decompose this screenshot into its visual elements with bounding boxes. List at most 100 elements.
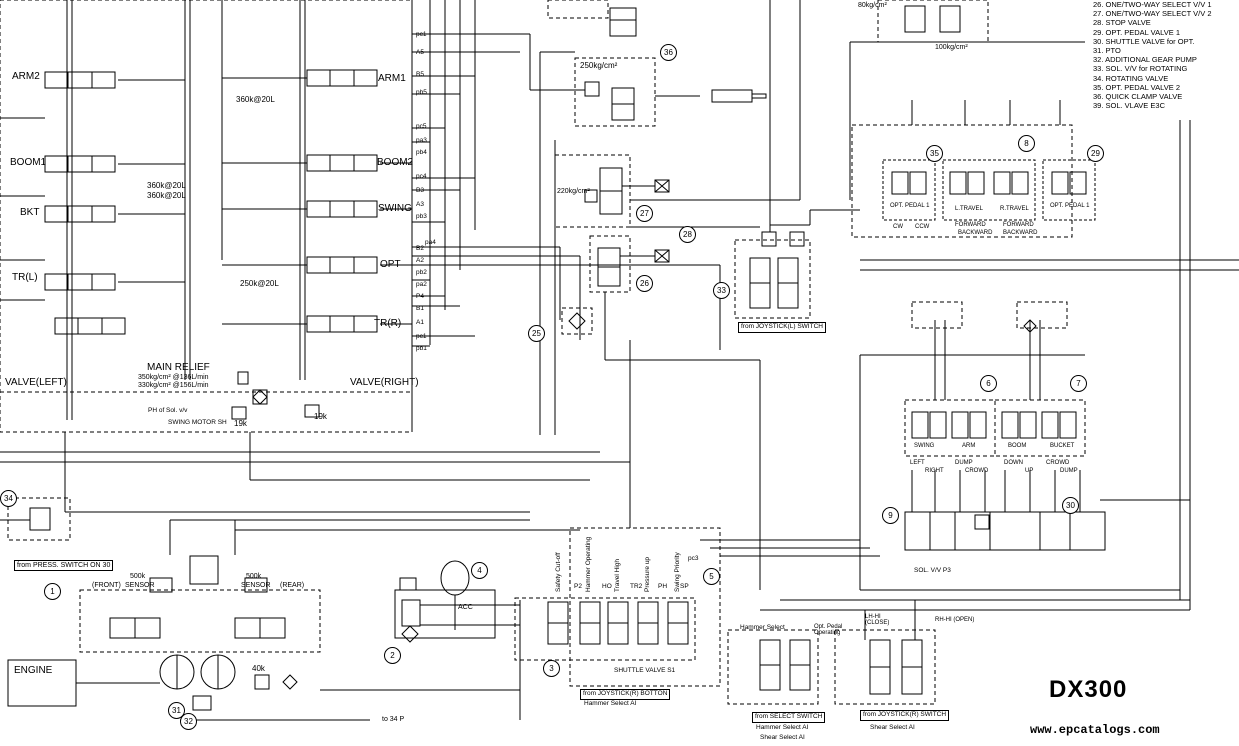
- spool-arm1: [306, 69, 378, 87]
- opt-label: OPT: [380, 259, 401, 270]
- callout-5: 5: [703, 568, 720, 585]
- legend-item: 39. SOL. VLAVE E3C: [1093, 101, 1165, 111]
- joystick-left-block: [904, 399, 996, 457]
- joy-up: UP: [1025, 468, 1034, 474]
- callout-33: 33: [713, 282, 730, 299]
- port-pa2: pa2: [416, 281, 427, 288]
- callout-9: 9: [882, 507, 899, 524]
- pump-rear-label: (REAR): [280, 582, 305, 589]
- port-p4: P4: [416, 293, 424, 300]
- shear-block: [834, 629, 936, 705]
- hammer-select-title: Hammer Select: [740, 624, 785, 631]
- callout-27: 27: [636, 205, 653, 222]
- k19-b: 19k: [314, 412, 327, 421]
- callout-31: 31: [168, 702, 185, 719]
- spool-trr: [306, 315, 378, 333]
- pedal-block: [851, 124, 1073, 238]
- port-a5: A5: [416, 49, 424, 56]
- pressure-360-c: 360k@20L: [147, 191, 186, 200]
- sensor2-label: SENSOR: [241, 582, 271, 589]
- spool-opt: [306, 256, 378, 274]
- pedal-forward-1: FORWARD: [955, 222, 986, 228]
- component-legend: 26. ONE/TWO-WAY SELECT V/V 1 27. ONE/TWO…: [1093, 0, 1212, 110]
- joy-crowd-2: CROWD: [1046, 460, 1070, 466]
- callout-26: 26: [636, 275, 653, 292]
- port-pc4: pc4: [416, 173, 427, 180]
- quick-clamp-block: [574, 57, 656, 127]
- callout-28: 28: [679, 226, 696, 243]
- spool-bkt: [44, 205, 116, 223]
- quick-clamp-pressure: 250kg/cm²: [580, 61, 618, 70]
- legend-item: 30. SHUTTLE VALVE for OPT.: [1093, 36, 1195, 46]
- shear-select-ai-1: Shear Select AI: [760, 734, 805, 741]
- sensor1-label: SENSOR: [125, 582, 155, 589]
- from-joystick-l-switch: from JOYSTICK(L) SWITCH: [738, 322, 826, 333]
- joy-swing: SWING: [914, 443, 935, 449]
- opt-pedal-operating-label: Opt. Pedal Operating: [814, 624, 843, 636]
- legend-item: 35. OPT. PEDAL VALVE 2: [1093, 82, 1180, 92]
- port-a1: A1: [416, 319, 424, 326]
- valve-right-label: VALVE(RIGHT): [350, 377, 419, 388]
- top-right-pressure-a: 80kg/cm²: [858, 2, 887, 9]
- pedal-l-travel-label: L.TRAVEL: [955, 206, 983, 212]
- sol-label-pressure: Pressure up: [644, 556, 651, 592]
- joy-boom: BOOM: [1008, 443, 1027, 449]
- legend-item: 29. OPT. PEDAL VALVE 1: [1093, 27, 1180, 37]
- relief-spec-2: 330kg/cm² @156L/min: [138, 382, 209, 389]
- select-valve-pressure: 220kg/cm²: [557, 188, 590, 195]
- pedal-cw: CW: [893, 224, 903, 230]
- port-pb3: pb3: [416, 213, 427, 220]
- engine-label: ENGINE: [14, 665, 53, 676]
- from-select-switch: from SELECT SWITCH: [752, 712, 826, 723]
- sensor2-value: 500k: [246, 573, 262, 580]
- sol-port-p2: P2: [574, 583, 582, 590]
- legend-item: 27. ONE/TWO-WAY SELECT V/V 2: [1093, 9, 1212, 19]
- top-right-pressure-b: 100kg/cm²: [935, 44, 968, 51]
- pressure-360-b: 360k@20L: [147, 181, 186, 190]
- model-title: DX300: [1049, 676, 1128, 703]
- port-pb4: pb4: [416, 149, 427, 156]
- hammer-select-block: [727, 629, 819, 705]
- select-valve-26-block: [589, 235, 631, 293]
- callout-34: 34: [0, 490, 17, 507]
- pressure-360-a: 360k@20L: [236, 95, 275, 104]
- hammer-select-note: Hammer Select AI: [584, 700, 637, 707]
- legend-item: 34. ROTATING VALVE: [1093, 73, 1169, 83]
- acc-label: ACC: [458, 604, 473, 611]
- shuttle-valve-label: SHUTTLE VALVE S1: [614, 667, 676, 674]
- port-b2: B2: [416, 245, 424, 252]
- callout-36: 36: [660, 44, 677, 61]
- callout-35: 35: [926, 145, 943, 162]
- sol-port-sp: SP: [680, 583, 689, 590]
- sol-port-ho: HO: [602, 583, 612, 590]
- legend-item: 33. SOL. V/V for ROTATING: [1093, 64, 1188, 74]
- port-pa3: pa3: [416, 137, 427, 144]
- main-valve-outline: [0, 0, 413, 433]
- arm2-label: ARM2: [12, 71, 40, 82]
- trr-label: TR(R): [374, 318, 402, 329]
- sol-port-pc3: pc3: [688, 555, 699, 562]
- sol-port-ph: PH: [658, 583, 668, 590]
- pump-front-label: (FRONT): [92, 582, 121, 589]
- legend-item: 28. STOP VALVE: [1093, 18, 1151, 28]
- arm1-label: ARM1: [378, 73, 406, 84]
- pedal-backward-1: BACKWARD: [958, 230, 993, 236]
- lh-hi-close: LH-HI (CLOSE): [865, 614, 890, 626]
- callout-8: 8: [1018, 135, 1035, 152]
- spool-boom1: [44, 155, 116, 173]
- pressure-250: 250k@20L: [240, 279, 279, 288]
- legend-item: 32. ADDITIONAL GEAR PUMP: [1093, 55, 1197, 65]
- relief-spec-1: 350kg/cm² @136L/min: [138, 374, 209, 381]
- joystick-r-button-label: from JOYSTICK(R) BOTTON: [580, 689, 671, 700]
- swing-label: SWING: [378, 203, 412, 214]
- joy-arm: ARM: [962, 443, 976, 449]
- to-34p-label: to 34 P: [382, 716, 405, 723]
- rh-hi-open: RH-HI (OPEN): [935, 617, 975, 623]
- k19-a: 19k: [234, 419, 247, 428]
- port-pb5: pb5: [416, 89, 427, 96]
- legend-item: 31. PTO: [1093, 46, 1121, 56]
- ph-sol-label: PH of Sol. v/v: [148, 407, 188, 414]
- port-a2: A2: [416, 257, 424, 264]
- boom1-label: BOOM1: [10, 157, 47, 168]
